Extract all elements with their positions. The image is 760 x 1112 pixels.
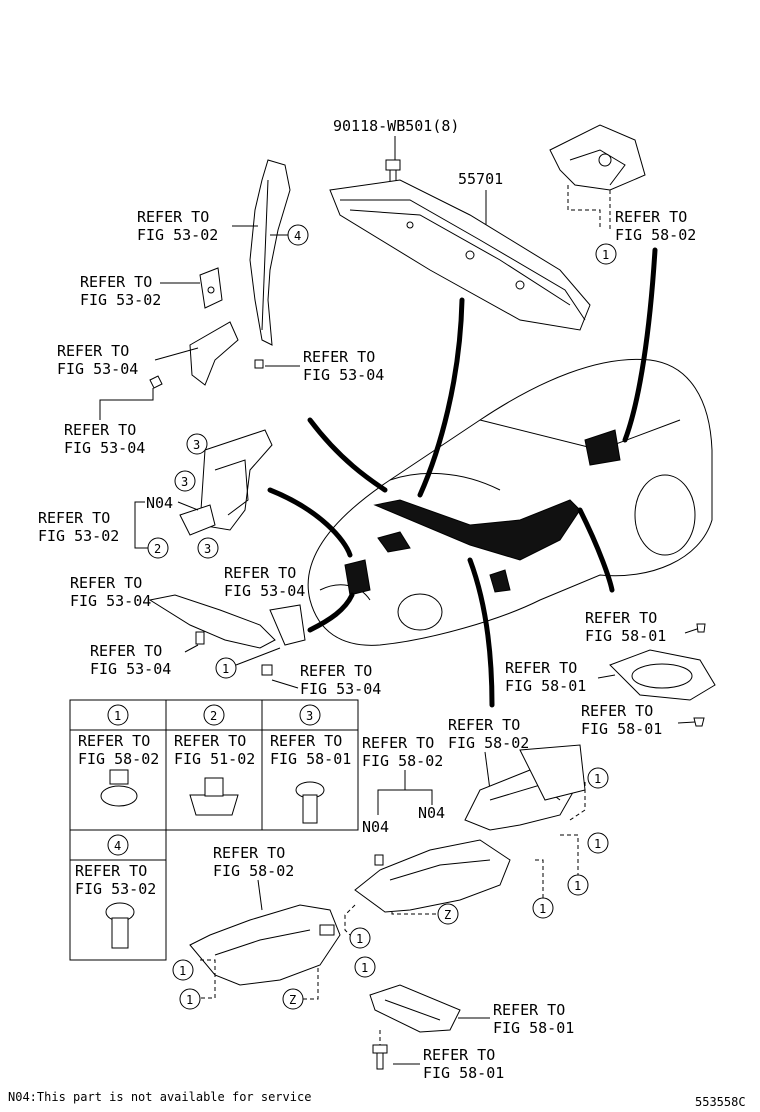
callout-z-right: Z [444, 908, 451, 922]
n04-label-right: N04 [418, 804, 445, 822]
callout-1-r4: 1 [539, 902, 546, 916]
callout-1-r1: 1 [594, 772, 601, 786]
middle-shield-drawing [354, 839, 511, 913]
callout-2: 2 [154, 542, 161, 556]
legend-2-line1: REFER TO [174, 732, 246, 750]
guide-stroke [622, 247, 658, 443]
upper-right-shield-drawing [464, 744, 586, 831]
callout-1-m2: 1 [361, 961, 368, 975]
legend-3-line1: REFER TO [270, 732, 342, 750]
ref-label: REFER TO [423, 1046, 495, 1064]
panel-part-number: 55701 [458, 170, 503, 188]
ref-label: REFER TO [80, 273, 152, 291]
ref-fig: FIG 58-02 [362, 752, 443, 770]
legend-3-line2: FIG 58-01 [270, 750, 351, 768]
guide-stroke [467, 557, 495, 708]
ref-label: REFER TO [38, 509, 110, 527]
legend-3-num: 3 [306, 709, 313, 723]
callout-1-l2: 1 [186, 993, 193, 1007]
legend-1-line2: FIG 58-02 [78, 750, 159, 768]
legend-2-num: 2 [210, 709, 217, 723]
fender-pillar-drawing [249, 159, 291, 346]
ref-fig: FIG 53-02 [137, 226, 218, 244]
mid-bracket-drawing [149, 321, 264, 389]
ref-fig: FIG 53-04 [300, 680, 381, 698]
callout-3a: 3 [193, 438, 200, 452]
ref-label: REFER TO [448, 716, 520, 734]
callout-1-m1: 1 [356, 932, 363, 946]
n04-label-mid: N04 [362, 818, 389, 836]
legend-4-num: 4 [114, 839, 121, 853]
ref-fig: FIG 58-02 [615, 226, 696, 244]
callout-4: 4 [294, 229, 301, 243]
ref-fig: FIG 58-01 [423, 1064, 504, 1082]
car-engine-bay-parts [344, 429, 621, 596]
bolt-part-number: 90118-WB501(8) [333, 117, 459, 135]
ref-label: REFER TO [303, 348, 375, 366]
ref-fig: FIG 53-04 [303, 366, 384, 384]
n04-label-left: N04 [146, 494, 173, 512]
guide-stroke [417, 297, 465, 498]
ref-fig: FIG 53-02 [38, 527, 119, 545]
ref-fig: FIG 58-01 [585, 627, 666, 645]
ref-label: REFER TO [90, 642, 162, 660]
ref-fig: FIG 53-04 [57, 360, 138, 378]
legend-4-line2: FIG 53-02 [75, 880, 156, 898]
under-cover-right-drawing [609, 623, 716, 727]
callout-z-left: Z [289, 993, 296, 1007]
ref-fig: FIG 53-04 [64, 439, 145, 457]
guide-stroke [577, 507, 615, 593]
car-outline-drawing [307, 358, 713, 646]
lower-left-heat-shield-drawing [189, 904, 341, 986]
legend-4-line1: REFER TO [75, 862, 147, 880]
lower-left-shield-drawing [148, 594, 306, 676]
footnote: N04:This part is not available for servi… [8, 1090, 311, 1104]
legend-1-num: 1 [114, 709, 121, 723]
guide-stroke [307, 592, 355, 633]
cowl-panel-drawing [329, 179, 591, 331]
ref-fig: FIG 53-04 [90, 660, 171, 678]
top-right-duct-drawing [549, 124, 646, 230]
retainer-icon [189, 777, 239, 816]
ref-label: REFER TO [57, 342, 129, 360]
ref-label: REFER TO [505, 659, 577, 677]
guide-stroke [307, 417, 388, 493]
ref-label: REFER TO [213, 844, 285, 862]
ref-fig: FIG 53-04 [70, 592, 151, 610]
legend-2-line2: FIG 51-02 [174, 750, 255, 768]
ref-label: REFER TO [64, 421, 136, 439]
callout-3c: 3 [204, 542, 211, 556]
rivet-clip-icon [105, 902, 135, 949]
ref-fig: FIG 58-01 [581, 720, 662, 738]
ref-label: REFER TO [300, 662, 372, 680]
ref-fig: FIG 53-04 [224, 582, 305, 600]
push-clip-icon [295, 781, 325, 824]
ref-fig: FIG 58-02 [448, 734, 529, 752]
ref-label: REFER TO [615, 208, 687, 226]
legend-1-line1: REFER TO [78, 732, 150, 750]
ref-label: REFER TO [493, 1001, 565, 1019]
ref-label: REFER TO [585, 609, 657, 627]
ref-label: REFER TO [137, 208, 209, 226]
ref-label: REFER TO [224, 564, 296, 582]
ref-fig: FIG 53-02 [80, 291, 161, 309]
callout-1-left: 1 [222, 662, 229, 676]
callout-1-r2: 1 [594, 837, 601, 851]
ref-fig: FIG 58-01 [505, 677, 586, 695]
clip-nut-icon [100, 769, 138, 807]
ref-label: REFER TO [362, 734, 434, 752]
callout-1-topright: 1 [602, 248, 609, 262]
left-shield-drawing [179, 429, 273, 536]
callout-1-l1: 1 [179, 964, 186, 978]
ref-fig: FIG 58-01 [493, 1019, 574, 1037]
ref-label: REFER TO [581, 702, 653, 720]
callout-1-r3: 1 [574, 879, 581, 893]
ref-label: REFER TO [70, 574, 142, 592]
figure-id: 553558C [695, 1095, 746, 1109]
bracket-drawing [199, 267, 223, 309]
guide-stroke [267, 487, 353, 558]
callout-3b: 3 [181, 475, 188, 489]
ref-fig: FIG 58-02 [213, 862, 294, 880]
